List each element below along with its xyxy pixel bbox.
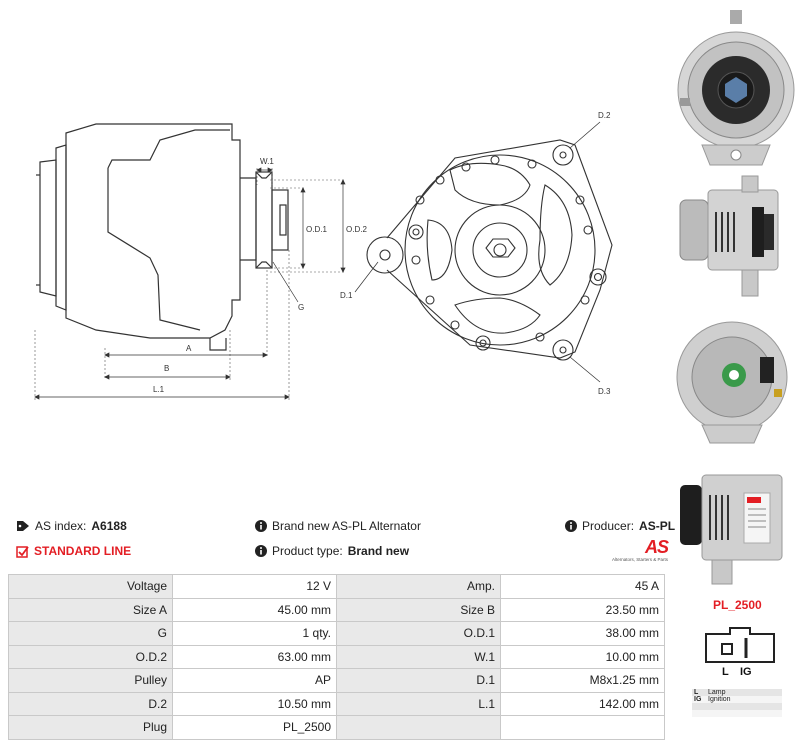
logo-text: AS (644, 537, 669, 557)
info-icon (255, 520, 267, 532)
as-index-value: A6188 (91, 519, 127, 533)
producer: Producer: AS-PL (565, 519, 675, 533)
front-view (366, 139, 613, 361)
tag-icon (17, 521, 29, 531)
plug-title: PL_2500 (713, 598, 762, 612)
product-photo-front (677, 10, 795, 166)
description: Brand new AS-PL Alternator (255, 519, 421, 533)
label-l1: L.1 (153, 385, 165, 394)
label-d2: D.2 (598, 111, 611, 120)
label-od1: O.D.1 (306, 225, 327, 234)
checkbox-checked-icon (16, 545, 29, 558)
label-w1: W.1 (260, 157, 274, 166)
product-photo-side (679, 175, 779, 297)
label-g: G (298, 303, 304, 312)
product-type: Product type: Brand new (255, 544, 409, 558)
label-d1: D.1 (340, 291, 353, 300)
standard-line: STANDARD LINE (16, 544, 131, 558)
side-view (36, 123, 289, 351)
product-photo-label-side (680, 474, 783, 585)
info-icon (565, 520, 577, 532)
logo-tagline: Alternators, Starters & Parts (611, 557, 668, 562)
product-photo-rear (676, 321, 788, 444)
pin-l-label: L (722, 666, 729, 678)
plug-connector-diagram: L IG (705, 627, 775, 678)
as-index: AS index: A6188 (16, 519, 127, 533)
producer-value: AS-PL (639, 519, 676, 533)
label-a: A (186, 344, 192, 353)
label-od2: O.D.2 (346, 225, 367, 234)
product-type-value: Brand new (347, 544, 410, 558)
pin-ig-label: IG (740, 666, 752, 678)
legend-row (692, 703, 782, 710)
label-b: B (164, 364, 169, 373)
as-pl-logo: AS Alternators, Starters & Parts (598, 537, 669, 568)
technical-drawing: W.1 O.D.1 O.D.2 G A B L.1 D.2 D.3 D.1 (34, 111, 613, 400)
label-d3: D.3 (598, 387, 611, 396)
legend-row (692, 710, 782, 717)
info-icon (255, 545, 267, 557)
